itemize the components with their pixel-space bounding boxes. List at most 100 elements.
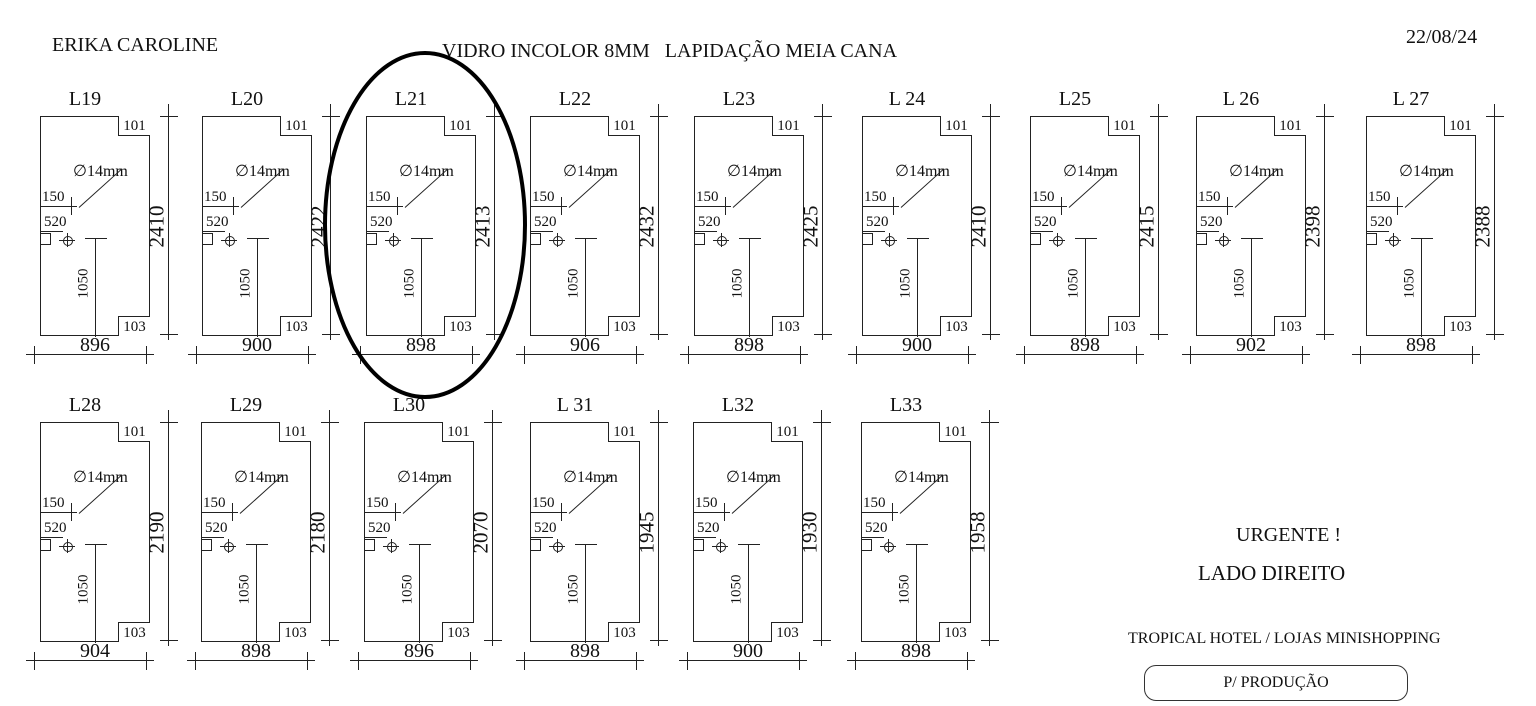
- tag-top: 101: [608, 422, 640, 442]
- handle-cross-h: [1075, 238, 1097, 239]
- dim-520: 520: [44, 214, 67, 230]
- dim-150-line: [203, 206, 239, 207]
- urgent-note: URGENTE !: [1236, 524, 1341, 546]
- handle-cross-h: [85, 238, 107, 239]
- width-dim-line: [350, 660, 478, 661]
- dim-520-line: [203, 231, 225, 232]
- height-dim-line: [658, 104, 659, 340]
- handle-cross-h: [575, 544, 597, 545]
- hinge-box: [367, 233, 377, 245]
- dim-520: 520: [865, 520, 888, 536]
- height-dim-tick-bottom: [982, 334, 1000, 335]
- width-dim-tick-left: [195, 652, 196, 670]
- handle-line: [585, 544, 586, 643]
- handle-cross-h: [247, 238, 269, 239]
- glass-outline: 101 103 ∅14mm 150 520 1050: [861, 422, 971, 643]
- width-label: 898: [901, 640, 931, 662]
- panel-l19: L19 101 103 ∅14mm 150 520 1050: [26, 88, 210, 364]
- hole-circle: [885, 236, 895, 246]
- dim-150-line: [1197, 206, 1233, 207]
- tag-top: 101: [1274, 116, 1306, 136]
- tag-top: 101: [1108, 116, 1140, 136]
- hole-cross-v: [67, 233, 68, 247]
- tag-top: 101: [940, 116, 972, 136]
- width-label: 896: [404, 640, 434, 662]
- hole-cross-v: [67, 539, 68, 553]
- width-dim-tick-right: [308, 346, 309, 364]
- dim-150: 150: [366, 495, 389, 511]
- hinge-box: [1197, 233, 1207, 245]
- dim-520-line: [365, 537, 387, 538]
- handle-cross-h: [739, 238, 761, 239]
- dim-150: 150: [1368, 189, 1391, 205]
- height-dim-line: [990, 104, 991, 340]
- height-dim-tick-top: [160, 116, 178, 117]
- hole-cross-v: [888, 539, 889, 553]
- dim-520-line: [1197, 231, 1219, 232]
- panel-l29: L29 101 103 ∅14mm 150 520 1050: [187, 394, 371, 670]
- tag-top: 101: [118, 422, 150, 442]
- tag-bottom: 103: [771, 622, 803, 642]
- handle-cross-h: [411, 238, 433, 239]
- height-dim-line: [494, 104, 495, 340]
- hole-circle: [1219, 236, 1229, 246]
- dim-520-line: [1031, 231, 1053, 232]
- width-dim-tick-right: [470, 652, 471, 670]
- width-dim-tick-right: [1302, 346, 1303, 364]
- tag-bottom: 103: [1108, 316, 1140, 336]
- width-dim-tick-right: [967, 652, 968, 670]
- width-label: 898: [734, 334, 764, 356]
- tag-bottom: 103: [280, 316, 312, 336]
- production-button[interactable]: P/ PRODUÇÃO: [1144, 665, 1408, 701]
- handle-line: [257, 238, 258, 337]
- height-dim-line: [168, 410, 169, 646]
- height-dim-line: [1494, 104, 1495, 340]
- dim-150: 150: [532, 189, 555, 205]
- dim-150-tick: [71, 503, 72, 521]
- tag-top: 101: [280, 116, 312, 136]
- glass-outline: 101 103 ∅14mm 150 520 1050: [693, 422, 803, 643]
- height-dim-tick-bottom: [650, 640, 668, 641]
- dim-150-line: [367, 206, 403, 207]
- width-dim-tick-right: [636, 652, 637, 670]
- hinge-box: [531, 539, 541, 551]
- height-dim-tick-top: [160, 422, 178, 423]
- height-dim-tick-bottom: [321, 640, 339, 641]
- height-dim-tick-top: [1150, 116, 1168, 117]
- tag-bottom: 103: [1444, 316, 1476, 336]
- tag-top: 101: [442, 422, 474, 442]
- hole-circle: [553, 236, 563, 246]
- height-dim-line: [330, 104, 331, 340]
- height-dim-line: [1324, 104, 1325, 340]
- handle-cross-h: [409, 544, 431, 545]
- tag-top: 101: [939, 422, 971, 442]
- width-dim-tick-right: [307, 652, 308, 670]
- dim-150-tick: [725, 197, 726, 215]
- glass-outline: 101 103 ∅14mm 150 520 1050: [530, 422, 640, 643]
- dim-150-tick: [397, 197, 398, 215]
- dim-150-line: [862, 512, 898, 513]
- hole-circle: [717, 236, 727, 246]
- glass-outline: 101 103 ∅14mm 150 520 1050: [694, 116, 804, 337]
- panel-l24: L 24 101 103 ∅14mm 150 520 1050: [848, 88, 1032, 364]
- dim-150-tick: [561, 503, 562, 521]
- height-dim-tick-top: [321, 422, 339, 423]
- width-label: 896: [80, 334, 110, 356]
- width-dim-tick-right: [800, 346, 801, 364]
- dim-520: 520: [534, 520, 557, 536]
- dim-150: 150: [42, 189, 65, 205]
- dim-150-tick: [1227, 197, 1228, 215]
- width-dim-tick-left: [1190, 346, 1191, 364]
- height-dim-line: [821, 410, 822, 646]
- width-label: 898: [1406, 334, 1436, 356]
- tag-bottom: 103: [118, 316, 150, 336]
- dim-150-line: [1031, 206, 1067, 207]
- height-dim-tick-top: [1486, 116, 1504, 117]
- panel-label: L20: [230, 88, 264, 110]
- dim-150-line: [531, 512, 567, 513]
- dim-150: 150: [696, 189, 719, 205]
- tag-top: 101: [444, 116, 476, 136]
- height-dim-line: [329, 410, 330, 646]
- glass-outline: 101 103 ∅14mm 150 520 1050: [862, 116, 972, 337]
- dim-520: 520: [1034, 214, 1057, 230]
